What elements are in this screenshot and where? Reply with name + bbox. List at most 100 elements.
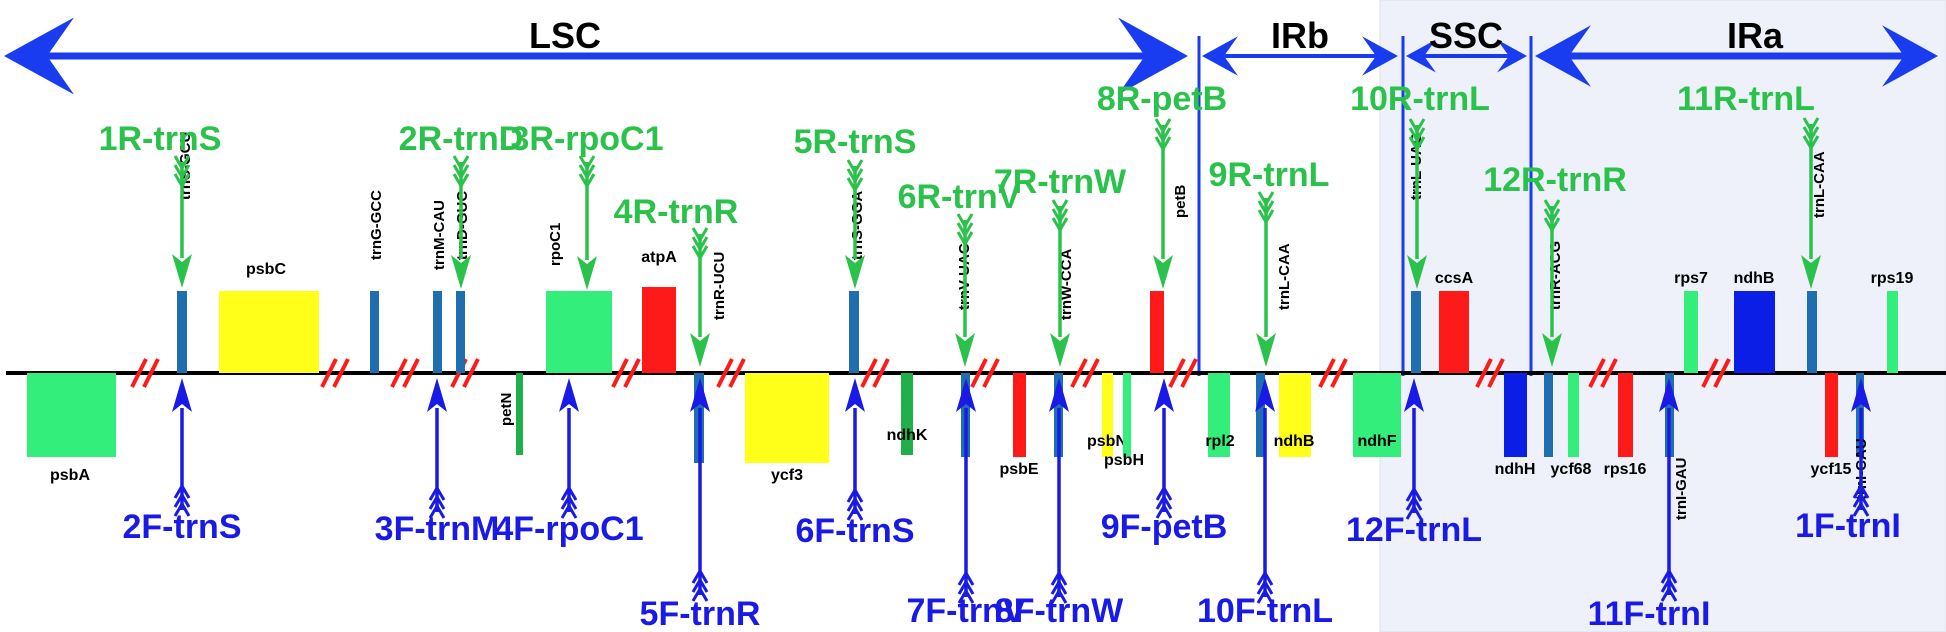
primer-7r-trnw-arrow-feather [1051, 217, 1069, 233]
break-mark-7 [872, 358, 890, 388]
break-mark-2 [320, 358, 338, 388]
primer-5f-trnr-arrow-feather [691, 577, 709, 593]
gene-trnr-acg-label: trnR-ACG [1547, 241, 1564, 310]
primer-9r-trnl-arrow-feather [1257, 209, 1275, 225]
gene-psbh-label: psbH [1104, 452, 1144, 469]
primer-8r-petb-arrow-feather [1154, 136, 1172, 152]
primer-8r-petb-label: 8R-petB [1097, 80, 1227, 118]
primer-3f-trnm-label: 3F-trnM [375, 510, 500, 548]
primer-6f-trns-label: 6F-trnS [796, 512, 915, 550]
primer-4f-rpoc1-arrow-head [559, 378, 579, 412]
gene-rps16-box [1618, 373, 1633, 457]
primer-3f-trnm-arrow-feather [428, 485, 446, 501]
gene-psba-label: psbA [50, 467, 90, 484]
break-mark-9 [1070, 358, 1088, 388]
primer-4f-rpoc1-arrow-feather [560, 485, 578, 501]
break-mark-10 [1180, 358, 1198, 388]
break-mark-11 [1330, 358, 1348, 388]
gene-petb-box [1150, 291, 1164, 373]
primer-7r-trnw-arrow-feather [1051, 199, 1069, 215]
primer-1f-trni-arrow-head [1851, 378, 1871, 412]
break-mark-9 [1082, 358, 1100, 388]
gene-psbe-box [1013, 373, 1026, 457]
primer-2r-trnd-arrow-head [451, 255, 471, 289]
primer-11r-trnl-arrow-feather [1802, 135, 1820, 151]
primer-2r-trnd-arrow-feather [452, 155, 470, 171]
primer-9f-petb-arrow-feather [1155, 494, 1173, 510]
break-mark-13 [1588, 358, 1606, 388]
primer-6r-trnv-arrow-feather [956, 222, 974, 238]
primer-3f-trnm-arrow-head [427, 378, 447, 412]
primer-4f-rpoc1-arrow-feather [560, 503, 578, 519]
primer-5r-trns-arrow-feather [846, 168, 864, 184]
primer-7f-trnv-arrow-feather [957, 588, 975, 604]
primer-11f-trni-arrow-head [1659, 378, 1679, 412]
gene-petb-label: petB [1172, 185, 1189, 219]
primer-6f-trns-arrow-feather [846, 505, 864, 521]
primer-6r-trnv-arrow-feather [956, 213, 974, 229]
break-mark-6 [716, 358, 734, 388]
break-mark-3 [402, 358, 420, 388]
break-mark-6 [728, 358, 746, 388]
primer-4r-trnr-arrow-feather [691, 227, 709, 243]
gene-petn-label: petN [498, 393, 515, 426]
gene-ndhk-box [901, 373, 913, 455]
primer-2f-trns-label: 2F-trnS [123, 508, 242, 546]
gene-ndhf-label: ndhF [1357, 433, 1396, 450]
primer-11r-trnl-arrow-feather [1802, 126, 1820, 142]
gene-trnm-cau-label: trnM-CAU [431, 200, 448, 270]
primer-2f-trns-arrow-feather [173, 483, 191, 499]
primer-3r-rpoc1-arrow-feather [578, 155, 596, 171]
primer-10r-trnl-arrow-feather [1408, 118, 1426, 134]
primer-6r-trnv-arrow-head [955, 333, 975, 367]
gene-psbe-label: psbE [999, 461, 1038, 478]
primer-2f-trns-arrow-feather [173, 492, 191, 508]
break-mark-3 [390, 358, 408, 388]
gene-ycf3-label: ycf3 [771, 467, 803, 484]
gene-trnm-cau-box [433, 291, 442, 373]
break-mark-7 [860, 358, 878, 388]
primer-6r-trnv-arrow-feather [956, 231, 974, 247]
primer-10r-trnl-label: 10R-trnL [1350, 80, 1490, 118]
break-mark-13 [1600, 358, 1618, 388]
primer-7r-trnw-label: 7R-trnW [994, 163, 1127, 201]
gene-trnw-cca-label: trnW-CCA [1058, 248, 1075, 320]
primer-7f-trnv-arrow-head [956, 378, 976, 412]
primer-12f-trnl-arrow-feather [1405, 504, 1423, 520]
break-mark-1 [142, 358, 160, 388]
primer-3r-rpoc1-arrow-head [577, 256, 597, 290]
primer-12f-trnl-label: 12F-trnL [1346, 511, 1482, 549]
primer-12r-trnr-arrow-head [1542, 333, 1562, 367]
gene-ycf15-box [1825, 373, 1838, 457]
break-mark-1 [130, 358, 148, 388]
primer-11r-trnl-arrow-feather [1802, 117, 1820, 133]
primer-12r-trnr-arrow-feather [1543, 208, 1561, 224]
primer-8f-trnw-arrow-feather [1050, 570, 1068, 586]
break-mark-14 [1701, 358, 1719, 388]
gene-ycf68-label: ycf68 [1551, 461, 1592, 478]
gene-ndhh-box [1504, 373, 1527, 457]
ssc-ira-shade [1380, 0, 1946, 632]
primer-5f-trnr-arrow-head [690, 378, 710, 412]
gene-rpoc1-box [546, 291, 612, 373]
gene-trnl-caa-label: trnL-CAA [1276, 243, 1293, 310]
primer-3f-trnm-arrow-feather [428, 503, 446, 519]
primer-9r-trnl-arrow-head [1256, 333, 1276, 367]
primer-4r-trnr-label: 4R-trnR [614, 193, 739, 231]
primer-5f-trnr-label: 5F-trnR [640, 595, 761, 632]
primer-8r-petb-arrow-feather [1154, 127, 1172, 143]
primer-8f-trnw-arrow-head [1049, 378, 1069, 412]
primer-9f-petb-arrow-feather [1155, 485, 1173, 501]
primer-10f-trnl-arrow-feather [1256, 570, 1274, 586]
primer-5r-trns-label: 5R-trnS [794, 123, 917, 161]
gene-trnd-guc-box [456, 291, 465, 373]
primer-11f-trni-arrow-feather [1660, 586, 1678, 602]
gene-petn-box [516, 373, 523, 455]
primer-1f-trni-label: 1F-trnI [1795, 507, 1901, 545]
primer-12f-trnl-arrow-head [1404, 378, 1424, 412]
region-arrow-irb [1202, 36, 1398, 76]
gene-trni-gau-label: trnI-GAU [1673, 458, 1690, 521]
primer-1r-trns-arrow-feather [173, 173, 191, 189]
